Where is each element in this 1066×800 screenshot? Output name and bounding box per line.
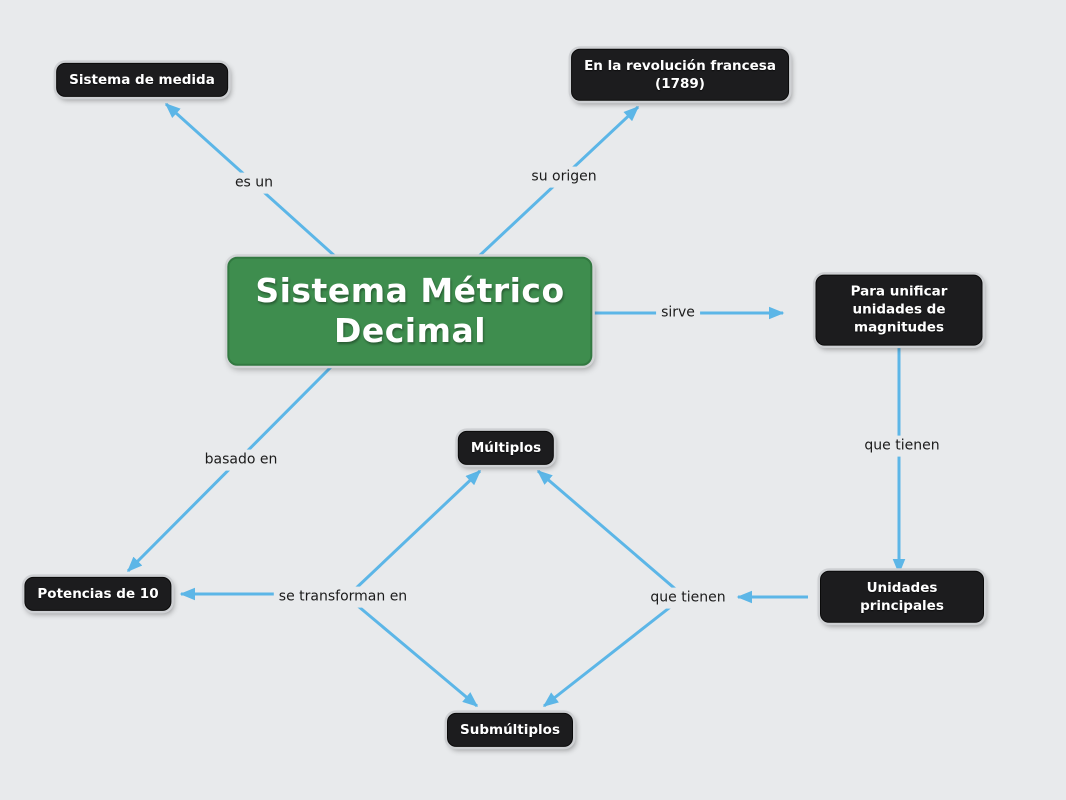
edge-que-tienen-to-submultiplos[interactable] bbox=[542, 599, 679, 708]
label-que-tienen-bottom[interactable]: que tienen bbox=[645, 587, 731, 609]
node-potencias-de-10[interactable]: Potencias de 10 bbox=[24, 576, 172, 612]
node-multiplos[interactable]: Múltiplos bbox=[457, 430, 555, 466]
edge-se-transforman-to-submultiplos[interactable] bbox=[351, 599, 479, 708]
label-que-tienen-right[interactable]: que tienen bbox=[859, 435, 945, 457]
label-basado-en[interactable]: basado en bbox=[199, 449, 283, 471]
node-submultiplos[interactable]: Submúltiplos bbox=[447, 712, 573, 748]
label-su-origen[interactable]: su origen bbox=[526, 166, 602, 188]
label-se-transforman-en[interactable]: se transforman en bbox=[273, 586, 413, 608]
node-para-unificar[interactable]: Para unificar unidades de magnitudes bbox=[815, 274, 983, 346]
node-sistema-metrico-decimal[interactable]: Sistema Métrico Decimal bbox=[227, 256, 593, 366]
node-unidades-principales[interactable]: Unidades principales bbox=[820, 570, 984, 624]
edge-que-tienen-to-multiplos[interactable] bbox=[536, 469, 681, 595]
edge-se-transforman-to-multiplos[interactable] bbox=[350, 469, 482, 594]
label-sirve[interactable]: sirve bbox=[656, 302, 700, 324]
node-revolucion-francesa[interactable]: En la revolución francesa (1789) bbox=[571, 48, 789, 102]
node-sistema-de-medida[interactable]: Sistema de medida bbox=[56, 62, 228, 98]
label-es-un[interactable]: es un bbox=[229, 172, 279, 194]
